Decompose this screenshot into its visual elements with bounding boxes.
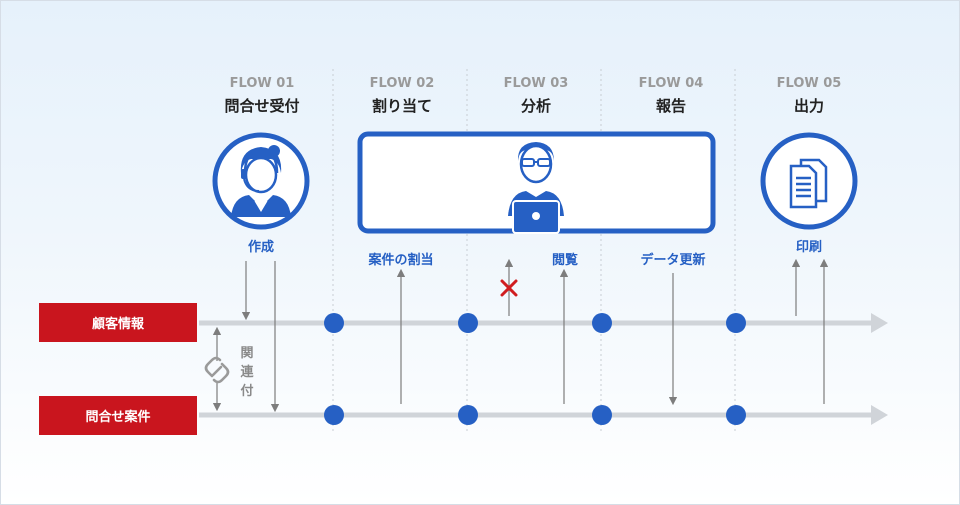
flow-01-label: FLOW 01 [230, 76, 295, 91]
analyst-laptop-icon [508, 142, 564, 234]
relation-char-1: 関 [240, 346, 253, 361]
action-assign: 案件の割当 [367, 252, 433, 268]
flow-01-header: FLOW 01 問合せ受付 [224, 76, 299, 115]
flow-01-title: 問合せ受付 [224, 97, 299, 115]
flow-03-title: 分析 [521, 97, 551, 115]
data-arrows [212, 258, 829, 413]
row-label-inquiry: 問合せ案件 [39, 396, 197, 435]
action-print: 印刷 [796, 240, 822, 255]
timeline-nodes [324, 313, 746, 425]
action-update: データ更新 [640, 252, 705, 268]
cross-icon [500, 279, 518, 297]
flow-05-header: FLOW 05 出力 [777, 76, 842, 115]
action-create: 作成 [248, 239, 274, 255]
flow-02-title: 割り当て [372, 97, 432, 115]
flow-05-title: 出力 [794, 97, 824, 115]
link-icon [204, 356, 230, 384]
documents-icon [760, 132, 858, 230]
relation-label: 関 連 付 [240, 346, 254, 399]
flow-04-label: FLOW 04 [639, 76, 704, 91]
row-inquiry-text: 問合せ案件 [85, 409, 150, 425]
relation-char-2: 連 [240, 364, 254, 380]
row-label-customer: 顧客情報 [39, 303, 197, 342]
flow-03-header: FLOW 03 分析 [504, 76, 569, 115]
flow-05-label: FLOW 05 [777, 76, 842, 91]
flow-04-header: FLOW 04 報告 [639, 76, 704, 115]
flow-04-title: 報告 [656, 97, 686, 115]
row-customer-text: 顧客情報 [92, 316, 145, 332]
timeline-customer [199, 313, 888, 333]
flow-03-label: FLOW 03 [504, 76, 569, 91]
action-view: 閲覧 [552, 252, 578, 268]
operator-headset-icon [212, 132, 310, 230]
flow-02-header: FLOW 02 割り当て [370, 76, 435, 115]
flow-02-label: FLOW 02 [370, 76, 435, 91]
timeline-inquiry [199, 405, 888, 425]
relation-char-3: 付 [240, 383, 253, 399]
column-separators [332, 69, 736, 431]
